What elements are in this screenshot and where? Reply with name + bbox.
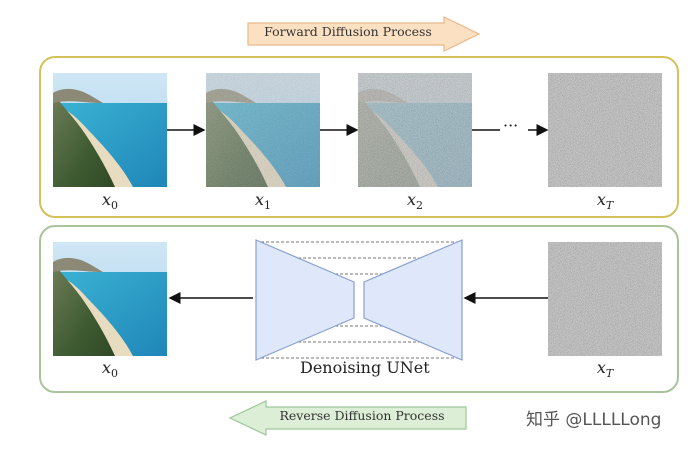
label-x1: x1 (254, 190, 272, 213)
forward-diffusion-label: Forward Diffusion Process (264, 24, 432, 39)
reverse-diffusion-banner (228, 400, 467, 436)
arrow-x2-segment (472, 129, 500, 131)
arrow-xT-to-unet (463, 292, 548, 304)
unet-label: Denoising UNet (300, 358, 430, 377)
arrow-x1-to-x2 (320, 124, 359, 136)
arrow-unet-to-x0 (168, 292, 253, 304)
noisy-image-x1 (206, 73, 320, 187)
label-xT: xT (596, 190, 614, 213)
arrow-x0-to-x1 (167, 124, 206, 136)
label-input-xT: xT (596, 358, 614, 381)
ellipsis: ··· (503, 116, 519, 135)
input-noise-xT (548, 242, 662, 356)
noise-image-xT (548, 73, 662, 187)
label-x0: x0 (101, 190, 119, 213)
denoising-unet (255, 239, 463, 361)
label-output-x0: x0 (101, 358, 119, 381)
watermark: 知乎 @LLLLLong (526, 410, 662, 430)
label-x2: x2 (406, 190, 424, 213)
reverse-diffusion-label: Reverse Diffusion Process (279, 408, 445, 423)
noisy-image-x2 (358, 73, 472, 187)
reverse-process-panel (39, 225, 679, 393)
arrow-to-xT (528, 124, 549, 136)
forward-diffusion-banner (247, 16, 481, 52)
denoised-image-x0 (53, 242, 167, 356)
forward-process-panel (39, 56, 679, 218)
clean-image-x0 (53, 73, 167, 187)
